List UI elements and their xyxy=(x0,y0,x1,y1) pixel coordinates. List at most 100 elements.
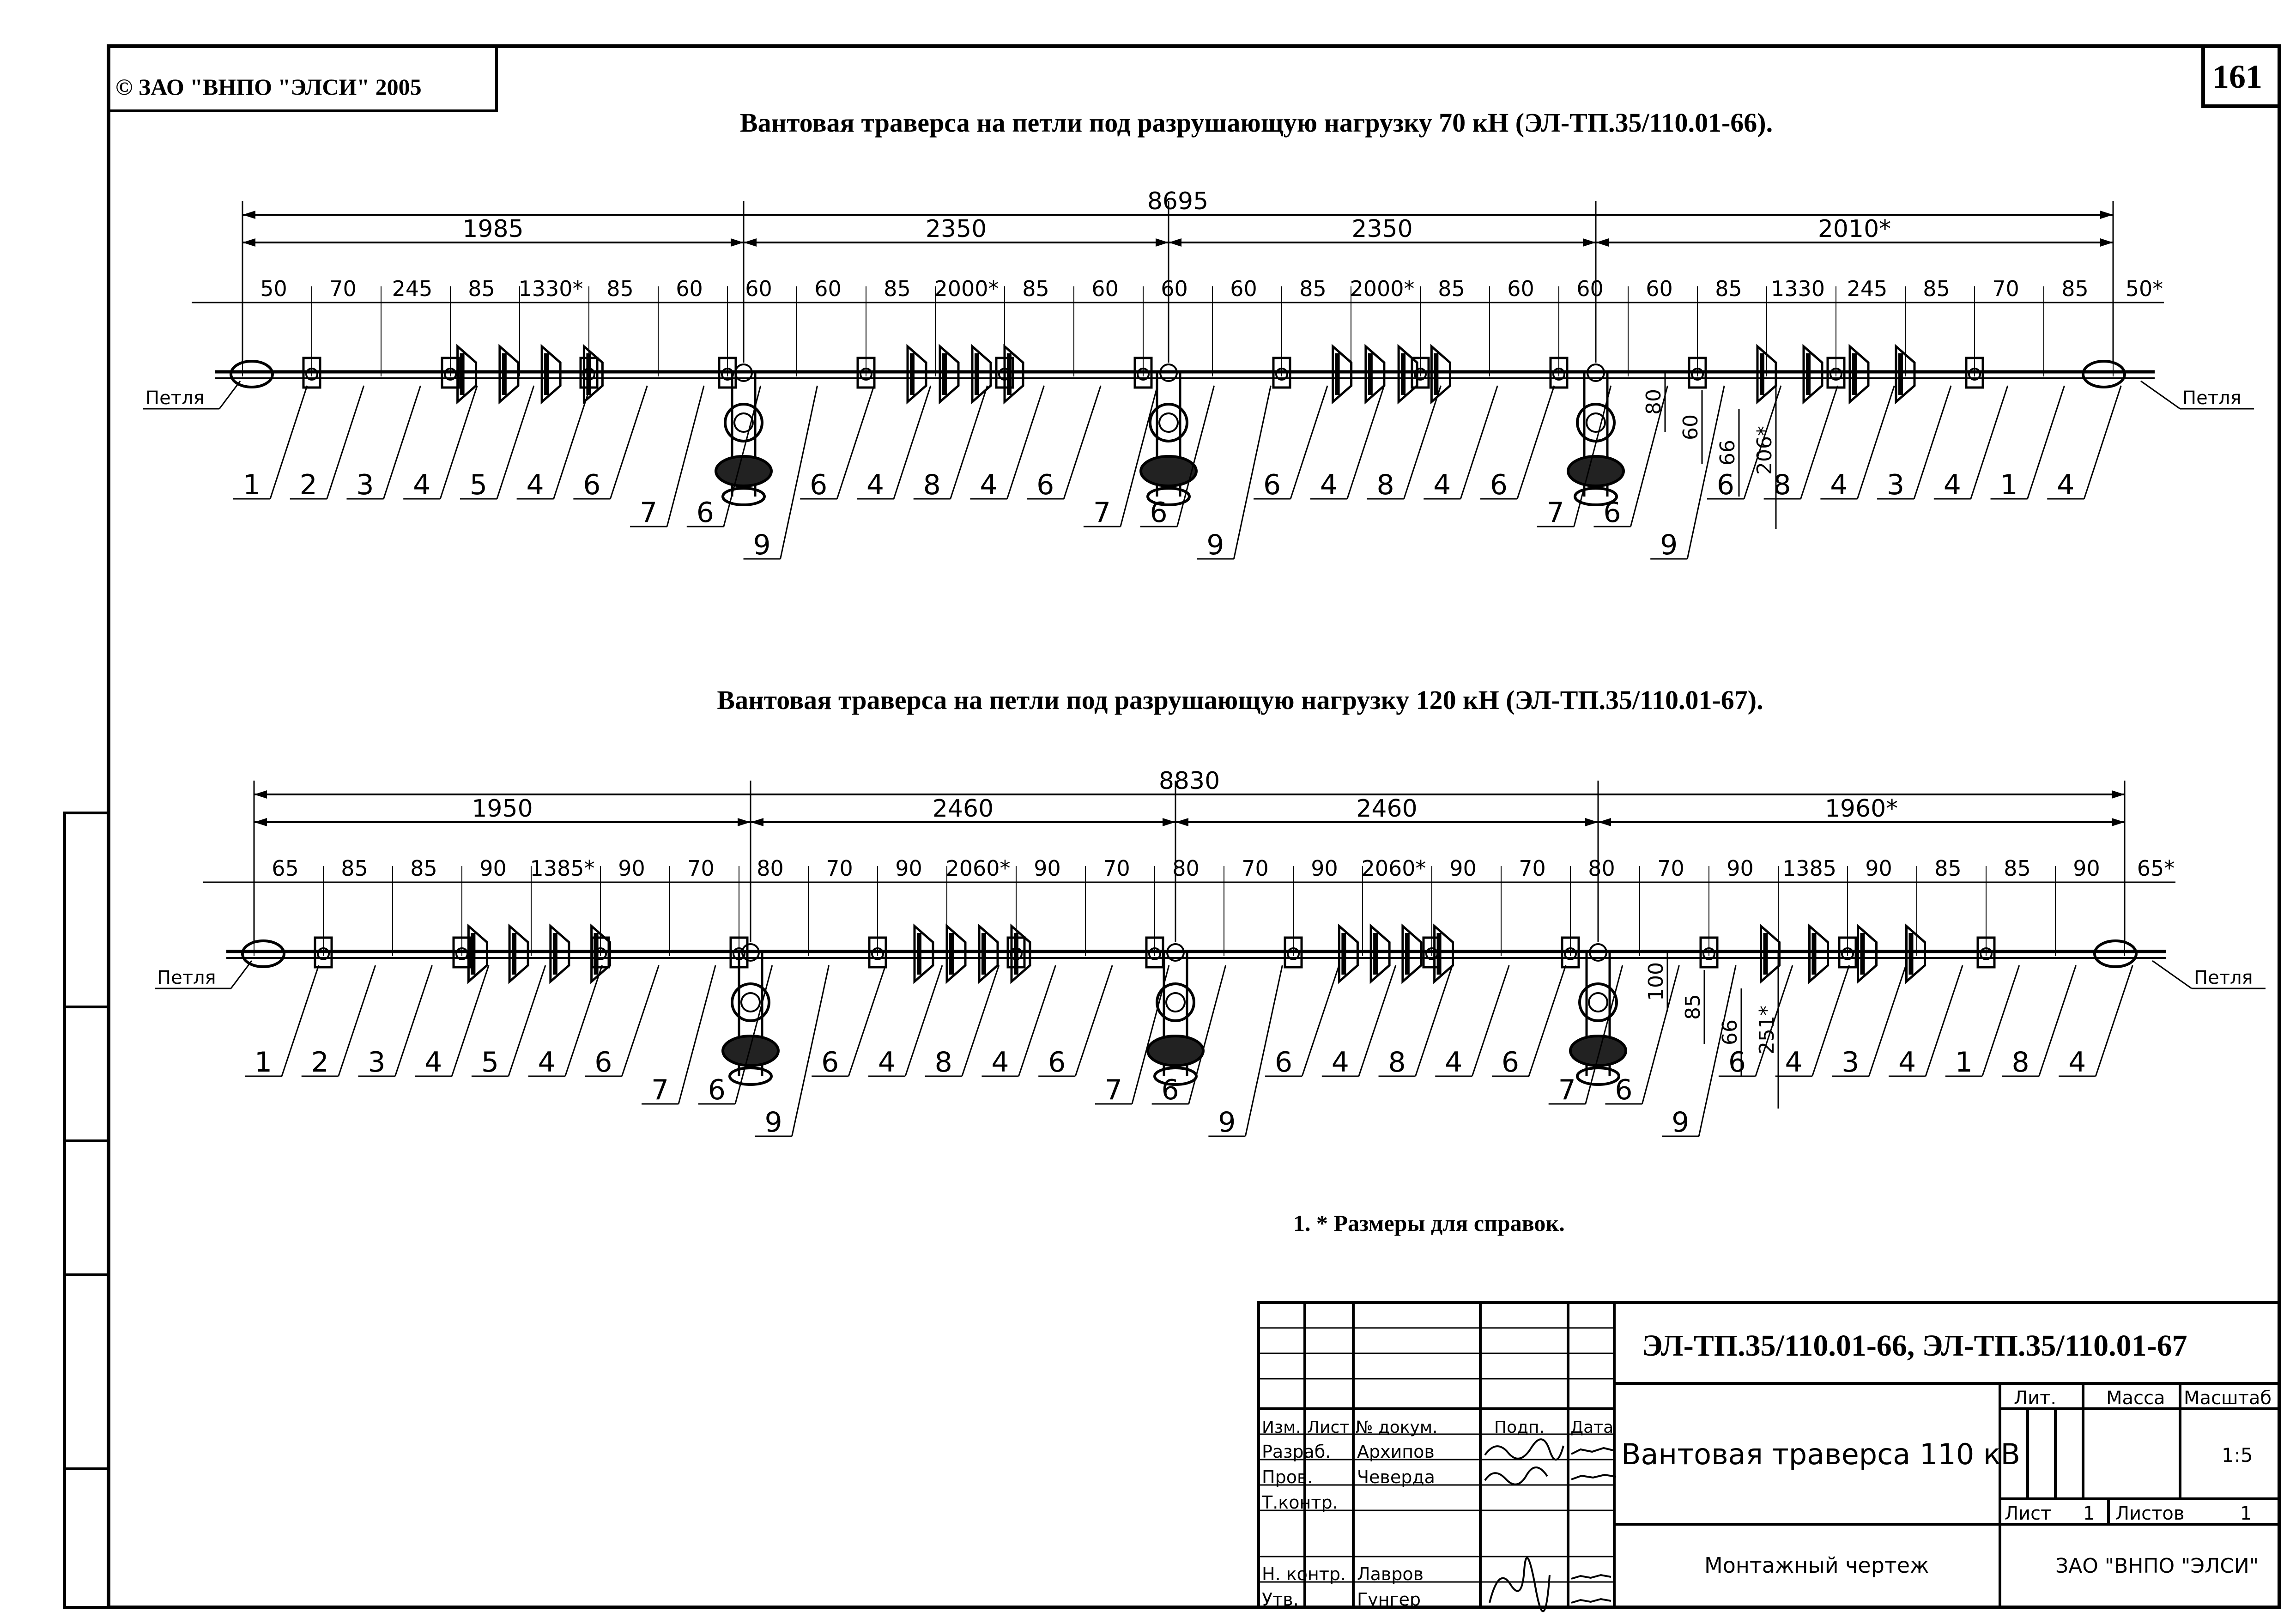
bolt-clamp xyxy=(868,936,887,969)
name-developer: Архипов xyxy=(1357,1442,1435,1462)
callout-leader xyxy=(961,965,1000,1077)
bolt-clamp xyxy=(1272,357,1291,389)
hanger-shackle xyxy=(1574,487,1618,506)
detail-dimension-value: 85 xyxy=(410,856,437,881)
designation: ЭЛ-ТП.35/110.01-66, ЭЛ-ТП.35/110.01-67 xyxy=(1642,1329,2187,1363)
detail-dimension-value: 2060* xyxy=(945,856,1010,881)
callout-leader xyxy=(1868,965,1907,1077)
callout-leader xyxy=(1811,965,1850,1077)
name-approved: Гунгер xyxy=(1357,1589,1421,1610)
position-number: 6 xyxy=(1048,1046,1066,1079)
callout-leader xyxy=(1415,965,1453,1077)
position-number: 3 xyxy=(1887,469,1904,501)
bolt-clamp xyxy=(1699,936,1719,969)
callout-leader xyxy=(439,385,478,499)
detail-dimension-value: 85 xyxy=(606,276,634,301)
detail-dimension-value: 85 xyxy=(1715,276,1742,301)
insulator-disc xyxy=(498,344,520,405)
detail-dimension-value: 90 xyxy=(618,856,645,881)
callout-leader xyxy=(1403,385,1442,499)
detail-dimension-value: 90 xyxy=(1311,856,1338,881)
callout-leader xyxy=(383,385,421,499)
callout-leader xyxy=(394,965,433,1077)
callout-leader xyxy=(2038,965,2077,1077)
loop-label-right: Петля xyxy=(2194,967,2253,988)
assembly-1-title: Вантовая траверса на петли под разрушающ… xyxy=(740,108,1773,138)
hanger-shackle xyxy=(721,487,766,506)
insulator-disc xyxy=(1369,923,1391,984)
sheets-value: 1 xyxy=(2240,1503,2252,1524)
detail-dimension-value: 60 xyxy=(1230,276,1257,301)
bolt-clamp xyxy=(1838,936,1857,969)
callout-leader xyxy=(1686,385,1725,559)
position-number: 1 xyxy=(254,1046,272,1079)
vertical-dimension-value: 251* xyxy=(1755,1006,1779,1054)
callout-leader xyxy=(2083,385,2122,499)
position-number: 6 xyxy=(1717,469,1734,501)
insulator-disc xyxy=(1760,923,1781,984)
bolt-head xyxy=(1275,368,1288,381)
position-number: 7 xyxy=(640,497,657,529)
detail-dimension-value: 50 xyxy=(260,276,287,301)
insulator-disc xyxy=(1857,923,1878,984)
position-number: 6 xyxy=(1728,1046,1746,1079)
insulator-disc xyxy=(456,344,478,405)
detail-dimension-value: 85 xyxy=(1438,276,1465,301)
loop-end-right xyxy=(2093,939,2138,968)
sheets-label: Листов xyxy=(2115,1503,2184,1524)
callout-leader xyxy=(1346,385,1385,499)
detail-dimension-value: 60 xyxy=(1161,276,1188,301)
vertical-dimension-value: 100 xyxy=(1644,962,1668,1001)
hanger-clamp xyxy=(1567,455,1625,487)
col-list: Лист xyxy=(1307,1418,1349,1437)
position-number: 6 xyxy=(1263,469,1281,501)
lit-label: Лит. xyxy=(2014,1388,2056,1409)
loop-label-right: Петля xyxy=(2182,388,2241,409)
dimension-value: 2350 xyxy=(926,215,987,243)
position-number: 4 xyxy=(1830,469,1848,501)
position-number: 4 xyxy=(866,469,884,501)
hanger-eye-inner xyxy=(740,992,761,1012)
bolt-clamp xyxy=(1688,357,1707,389)
detail-dimension-value: 85 xyxy=(884,276,911,301)
callout-leader xyxy=(1913,385,1952,499)
detail-dimension-value: 90 xyxy=(1865,856,1892,881)
hanger-eye xyxy=(1578,982,1618,1022)
insulator-disc xyxy=(590,923,612,984)
hanger-pin xyxy=(1159,364,1178,382)
hanger-clamp xyxy=(721,1035,780,1067)
signatures xyxy=(1484,1438,1617,1612)
callout-leader xyxy=(1516,385,1555,499)
callout-leader xyxy=(1642,965,1680,1104)
mass-label: Масса xyxy=(2106,1388,2165,1409)
bolt-head xyxy=(1552,368,1565,381)
position-number: 8 xyxy=(1774,469,1791,501)
position-number: 3 xyxy=(356,469,374,501)
position-number: 8 xyxy=(2011,1046,2029,1079)
hanger-eye-inner xyxy=(1588,992,1608,1012)
detail-dimension-value: 90 xyxy=(1449,856,1477,881)
insulator-disc xyxy=(1848,344,1870,405)
detail-dimension-value: 50* xyxy=(2126,276,2163,301)
dimension-value: 2010* xyxy=(1818,215,1891,243)
bolt-head xyxy=(1287,947,1300,960)
bolt-head xyxy=(1691,368,1704,381)
position-number: 1 xyxy=(1955,1046,1973,1079)
detail-dimension-value: 85 xyxy=(1299,276,1327,301)
callout-leader xyxy=(1630,385,1668,527)
insulator-disc xyxy=(1433,923,1454,984)
detail-dimension-value: 90 xyxy=(895,856,922,881)
bolt-head xyxy=(1148,947,1161,960)
insulator-disc xyxy=(1332,344,1353,405)
position-number: 4 xyxy=(878,1046,896,1079)
hanger-eye xyxy=(1149,403,1188,442)
insulator-disc xyxy=(978,923,999,984)
drawing-name: Вантовая траверса 110 кВ xyxy=(1621,1437,2020,1471)
scale-value: 1:5 xyxy=(2222,1444,2253,1466)
position-number: 6 xyxy=(583,469,600,501)
bolt-head xyxy=(305,368,318,381)
position-number: 8 xyxy=(1388,1046,1405,1079)
detail-dimension-value: 70 xyxy=(687,856,715,881)
bolt-clamp xyxy=(856,357,876,389)
detail-dimension-value: 85 xyxy=(468,276,495,301)
